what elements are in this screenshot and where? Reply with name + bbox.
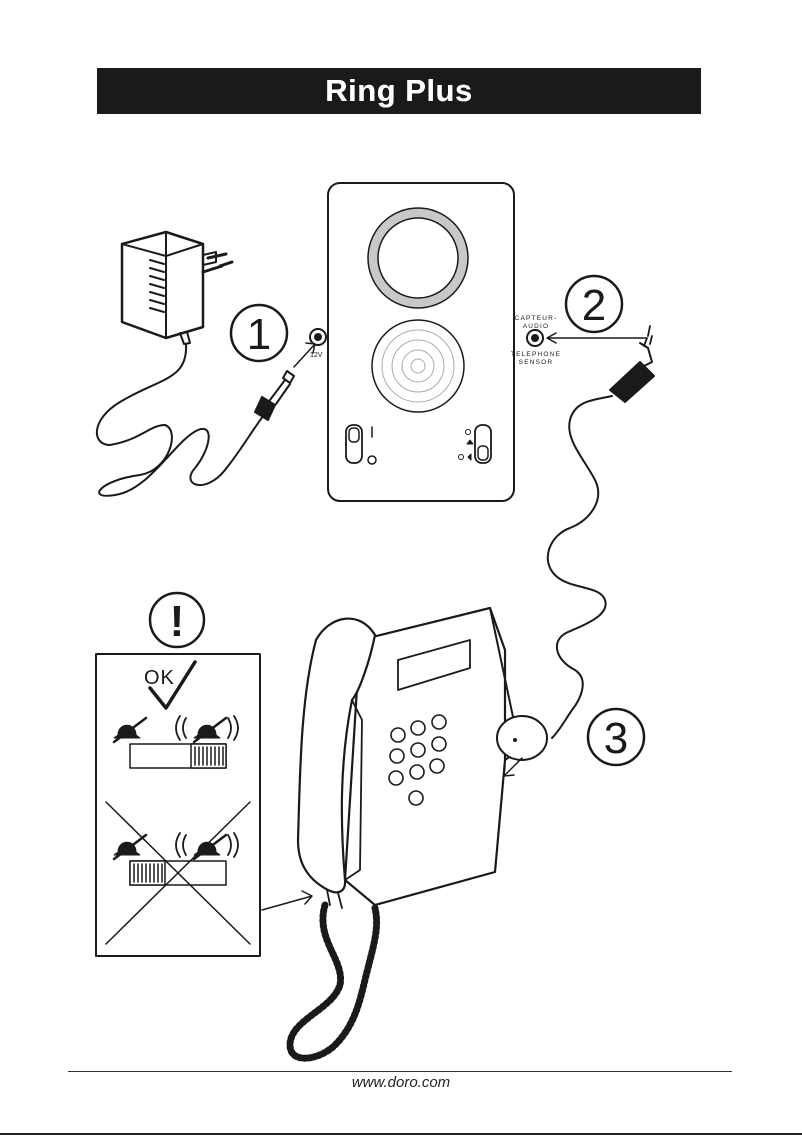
title-bar: Ring Plus [97, 68, 701, 114]
step-3-number: 3 [604, 714, 628, 763]
sensor-label-line1: CAPTEUR- [515, 315, 558, 322]
sensor-label-line2: AUDIO [523, 323, 550, 330]
footer-url: www.doro.com [351, 1074, 451, 1091]
ringer-wrong [112, 832, 239, 886]
power-connector [254, 370, 295, 421]
sensor-label: CAPTEUR- AUDIO TELEPHONE SENSOR [511, 315, 561, 366]
warning-panel [95, 653, 261, 957]
sensor-jack [609, 325, 655, 403]
step-1-number: 1 [247, 310, 271, 359]
page-bottom-border [0, 1133, 802, 1135]
step-2-marker [564, 274, 624, 334]
sensor-label-line4: SENSOR [519, 359, 554, 366]
step-3-marker [586, 707, 646, 767]
wrong-cross-icon [105, 801, 251, 945]
warning-symbol: ! [170, 597, 185, 646]
sensor-label-line3: TELEPHONE [511, 351, 561, 358]
sensor-arrow [546, 332, 647, 344]
power-adapter [120, 230, 234, 345]
panel-arrow [261, 890, 313, 911]
telephone [296, 606, 548, 909]
power-label: 12V [310, 352, 323, 359]
step-1-marker [229, 303, 289, 363]
step-2-number: 2 [582, 281, 606, 330]
ok-label: OK [144, 667, 175, 689]
sensor-cable [546, 395, 613, 739]
coiled-cord [286, 901, 381, 1062]
check-icon [148, 660, 197, 710]
ringer-correct [112, 715, 239, 769]
page-title: Ring Plus [325, 73, 473, 108]
power-cable [95, 343, 269, 497]
warning-marker [148, 591, 206, 649]
footer-divider [68, 1071, 732, 1072]
ring-plus-device [309, 182, 544, 502]
